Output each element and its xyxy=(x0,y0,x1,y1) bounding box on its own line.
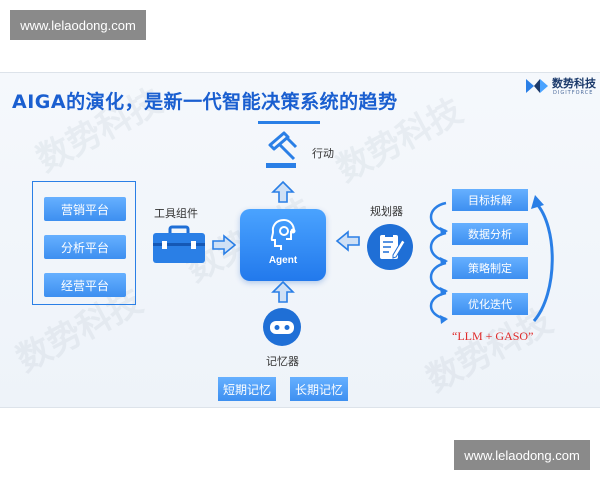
watermark-top: www.lelaodong.com xyxy=(10,10,146,40)
planner-label: 规划器 xyxy=(370,205,403,218)
robot-face-icon xyxy=(263,308,301,346)
curved-arrow-icon xyxy=(429,201,448,324)
brand-logo: 数势科技 DIGITFORCE xyxy=(520,73,600,103)
action-label: 行动 xyxy=(312,147,334,160)
platform-marketing: 营销平台 xyxy=(44,197,126,221)
slide-title: AIGA的演化，是新一代智能决策系统的趋势 xyxy=(12,91,398,113)
watermark-top-text: www.lelaodong.com xyxy=(20,17,136,33)
platform-analysis: 分析平台 xyxy=(44,235,126,259)
agent-box: Agent xyxy=(240,209,326,281)
memory-label: 记忆器 xyxy=(266,355,299,368)
platform-frame xyxy=(32,181,136,305)
curved-arrow-icon xyxy=(531,195,554,322)
llm-label: “LLM + GASO” xyxy=(452,329,534,343)
platform-operation: 经营平台 xyxy=(44,273,126,297)
agent-label: Agent xyxy=(268,255,298,266)
action-bar xyxy=(258,121,320,124)
arrow-left-icon xyxy=(335,230,360,252)
gavel-icon xyxy=(266,131,298,168)
plan-step-strategy: 策略制定 xyxy=(452,257,528,279)
toolbox-icon xyxy=(153,225,205,263)
watermark-bottom: www.lelaodong.com xyxy=(454,440,590,470)
brand-logo-icon xyxy=(526,79,548,93)
plan-step-data: 数据分析 xyxy=(452,223,528,245)
brand-name: 数势科技 xyxy=(552,77,596,90)
tools-label: 工具组件 xyxy=(154,207,198,220)
watermark-bottom-text: www.lelaodong.com xyxy=(464,447,580,463)
arrow-up-icon xyxy=(271,180,295,203)
memory-short-term: 短期记忆 xyxy=(218,377,276,401)
agent-head-icon xyxy=(270,219,296,250)
memory-long-term: 长期记忆 xyxy=(290,377,348,401)
clipboard-pen-icon xyxy=(367,224,413,270)
plan-step-optimize: 优化迭代 xyxy=(452,293,528,315)
plan-step-goal: 目标拆解 xyxy=(452,189,528,211)
arrow-right-icon xyxy=(212,234,237,256)
brand-subtitle: DIGITFORCE xyxy=(553,90,594,96)
slide: 数势科技 数势科技 数势科技 数势科技 数势科技 AIGA的演化，是新一代智能决… xyxy=(0,72,600,408)
arrow-up-icon xyxy=(271,280,295,303)
